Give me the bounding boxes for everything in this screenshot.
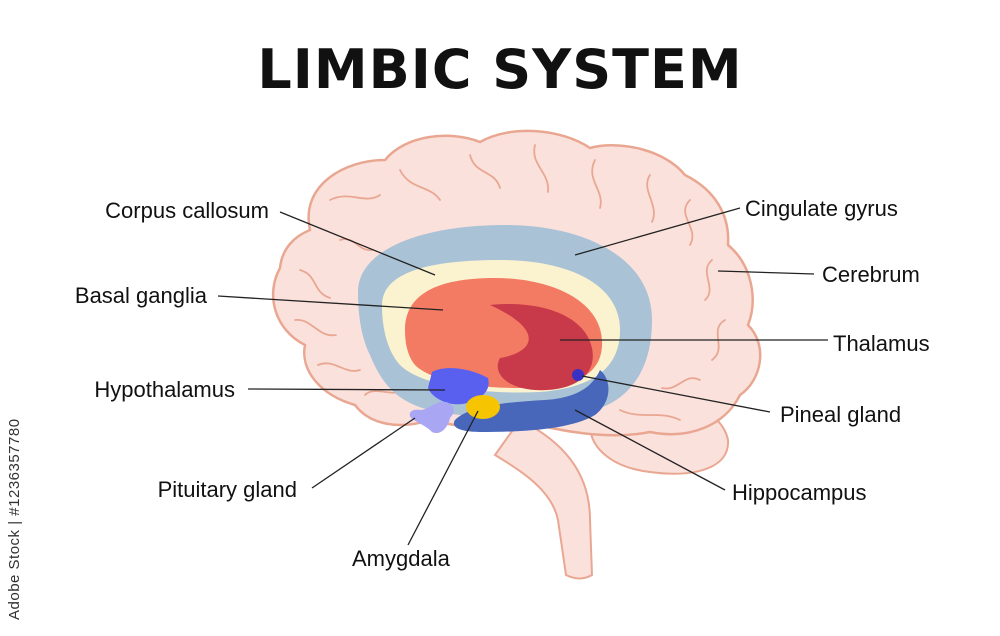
thalamus-region <box>490 304 593 391</box>
label-hypothalamus: Hypothalamus <box>94 377 235 402</box>
leader-amygdala <box>407 410 479 546</box>
label-thalamus: Thalamus <box>833 331 930 356</box>
brain-stem <box>493 418 594 580</box>
leader-pineal-gland <box>581 375 771 413</box>
leader-hippocampus <box>574 409 726 491</box>
stock-credit: Adobe Stock | #1236357780 <box>6 418 23 620</box>
hypothalamus-region <box>428 368 489 405</box>
label-pineal-gland: Pineal gland <box>780 402 902 427</box>
pineal-gland-region <box>572 369 584 381</box>
leader-cingulate-gyrus <box>574 207 741 256</box>
pituitary-gland-region <box>409 401 454 434</box>
gyri-folds <box>294 144 726 421</box>
leader-hypothalamus <box>247 388 446 391</box>
label-basal-ganglia: Basal ganglia <box>74 283 207 308</box>
label-hippocampus: Hippocampus <box>732 480 867 505</box>
label-cerebrum: Cerebrum <box>822 262 920 287</box>
label-pituitary-gland: Pituitary gland <box>157 477 297 502</box>
leader-corpus-callosum <box>279 211 436 276</box>
leader-basal-ganglia <box>217 295 444 311</box>
label-cingulate-gyrus: Cingulate gyrus <box>745 196 898 221</box>
label-corpus-callosum: Corpus callosum <box>105 198 269 223</box>
page-title: LIMBIC SYSTEM <box>257 38 743 101</box>
leader-pituitary-gland <box>311 417 416 489</box>
amygdala-region <box>466 395 500 419</box>
leader-cerebrum <box>717 270 815 275</box>
label-amygdala: Amygdala <box>352 546 450 571</box>
leader-lines <box>217 207 828 546</box>
